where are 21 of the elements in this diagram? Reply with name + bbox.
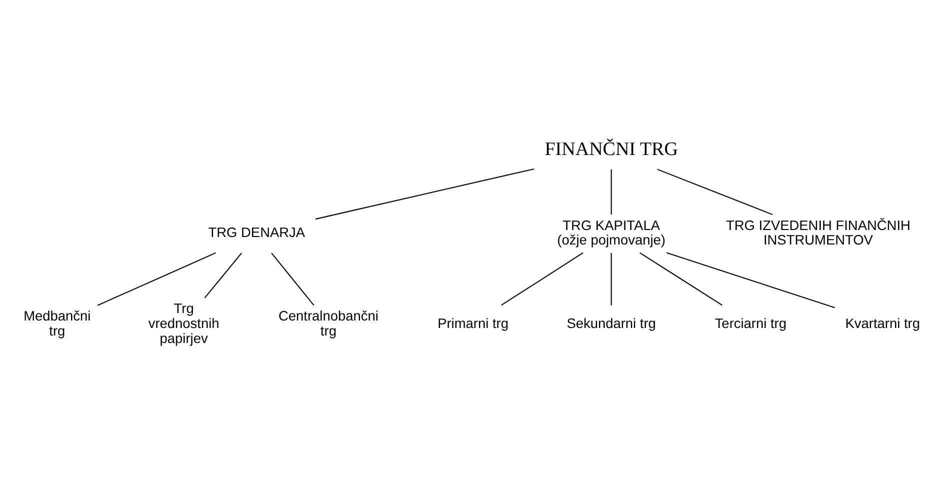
node-text: Sekundarni trg xyxy=(566,316,656,331)
connector xyxy=(204,252,242,298)
connector xyxy=(657,168,773,216)
connector xyxy=(97,252,216,306)
connector xyxy=(610,253,612,306)
node-text: TRG IZVEDENIH FINANČNIH INSTRUMENTOV xyxy=(726,218,910,248)
connector xyxy=(610,169,612,215)
connector xyxy=(666,252,835,308)
connector xyxy=(501,252,584,306)
node-text: Trg vrednostnih papirjev xyxy=(148,301,220,346)
node-text: Terciarni trg xyxy=(714,316,787,331)
node-text: Primarni trg xyxy=(438,316,509,331)
node-text: Medbančni trg xyxy=(24,308,91,338)
node-text: FINANČNI TRG xyxy=(544,138,678,160)
connector xyxy=(271,252,314,306)
node-text: TRG KAPITALA (ožje pojmovanje) xyxy=(557,218,666,248)
node-text: TRG DENARJA xyxy=(208,225,306,240)
node-text: Kvartarni trg xyxy=(845,316,920,331)
connector xyxy=(315,168,534,220)
connector xyxy=(640,252,722,306)
node-text: Centralnobančni trg xyxy=(278,308,378,338)
